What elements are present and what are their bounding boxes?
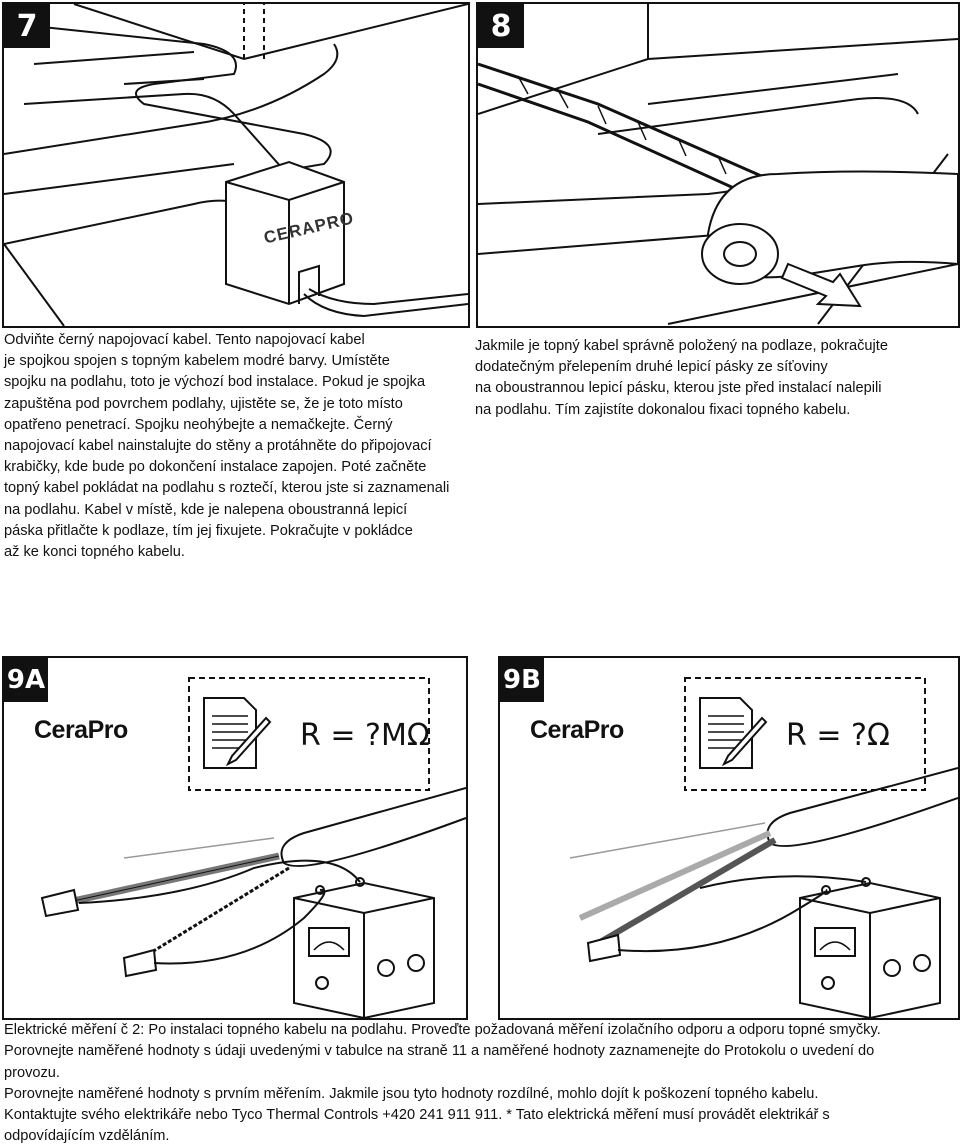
insulation-measurement-illustration — [40, 677, 466, 1018]
text-line: Porovnejte naměřené hodnoty s údaji uved… — [4, 1043, 875, 1060]
step-number: 8 — [490, 8, 512, 44]
step-8-instructions: Jakmile je topný kabel správně položený … — [475, 336, 955, 421]
text-line: až ke konci topného kabelu. — [4, 544, 185, 561]
panel-9b-illustration: 9B CeraPro R = ?Ω — [498, 656, 960, 1020]
text-line: Odviňte černý napojovací kabel. Tento na… — [4, 332, 365, 348]
text-line: Elektrické měření č 2: Po instalaci topn… — [4, 1022, 881, 1038]
text-line: dodatečným přelepením druhé lepicí pásky… — [475, 359, 828, 376]
text-line: odpovídajícím vzděláním. — [4, 1128, 170, 1145]
text-line: je spojkou spojen s topným kabelem modré… — [4, 353, 390, 370]
text-line: Porovnejte naměřené hodnoty s prvním měř… — [4, 1085, 819, 1102]
mesh-tape-illustration — [478, 4, 958, 325]
resistance-formula: R = ?Ω — [786, 718, 890, 753]
resistance-formula: R = ?MΩ — [300, 718, 430, 753]
cable-layout-illustration — [4, 4, 468, 326]
step-number: 9A — [6, 665, 46, 695]
step-7-instructions: Odviňte černý napojovací kabel. Tento na… — [4, 330, 474, 563]
text-line: napojovací kabel nainstalujte do stěny a… — [4, 438, 432, 455]
step-number: 7 — [16, 8, 38, 44]
text-line: na podlahu. Tím zajistíte dokonalou fixa… — [475, 401, 851, 418]
text-line: krabičky, kde bude po dokončení instalac… — [4, 459, 427, 476]
text-line: zapuštěna pod povrchem podlahy, ujistěte… — [4, 395, 403, 412]
text-line: Jakmile je topný kabel správně položený … — [475, 338, 888, 354]
text-line: spojku na podlahu, toto je výchozí bod i… — [4, 374, 426, 391]
step-badge-9a: 9A — [4, 658, 48, 702]
text-line: topný kabel pokládat na podlahu s rozteč… — [4, 480, 450, 497]
text-line: na oboustrannou lepicí pásku, kterou jst… — [475, 380, 882, 397]
step-badge-9b: 9B — [500, 658, 544, 702]
step-number: 9B — [503, 665, 541, 695]
text-line: na podlahu. Kabel v místě, kde je nalepe… — [4, 501, 408, 518]
panel-8-illustration: 8 — [476, 2, 960, 328]
text-line: opatřeno penetrací. Spojku neohýbejte a … — [4, 416, 393, 433]
measurement-instructions: Elektrické měření č 2: Po instalaci topn… — [4, 1020, 954, 1148]
step-badge-7: 7 — [4, 4, 50, 48]
brand-logo: CeraPro — [34, 716, 128, 744]
panel-9a-illustration: 9A CeraPro R = ?MΩ — [2, 656, 468, 1020]
text-line: provozu. — [4, 1064, 60, 1081]
loop-resistance-illustration — [569, 677, 958, 1018]
text-line: Kontaktujte svého elektrikáře nebo Tyco … — [4, 1107, 830, 1124]
panel-7-illustration: 7 CERAPRO — [2, 2, 470, 328]
text-line: páska přitlačte k podlaze, tím jej fixuj… — [4, 522, 413, 539]
brand-logo: CeraPro — [530, 716, 624, 744]
step-badge-8: 8 — [478, 4, 524, 48]
